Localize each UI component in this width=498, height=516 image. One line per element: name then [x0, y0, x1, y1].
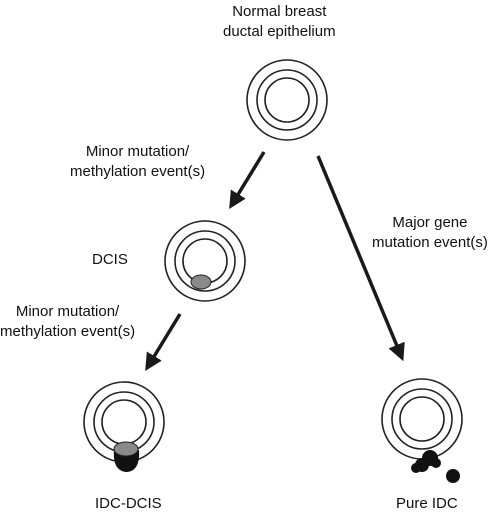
dcis-duct — [164, 220, 246, 302]
idc-dcis-duct-inner-ring — [101, 399, 147, 445]
pure-idc-duct-outer-ring — [381, 378, 463, 460]
dcis-label: DCIS — [92, 251, 128, 268]
minor-mutation-label-bottom: Minor mutation/ methylation event(s) — [0, 302, 135, 342]
pure-idc-duct-inner-ring — [399, 396, 445, 442]
idc-dcis-in-situ-lesion — [113, 441, 139, 457]
pure-idc-label: Pure IDC — [396, 495, 458, 512]
major-mutation-label-line1: Major gene — [392, 214, 468, 231]
normal-duct-middle-ring — [256, 69, 318, 131]
arrow-normal-to-dcis — [229, 151, 266, 209]
pure-idc-duct — [381, 378, 463, 483]
normal-epithelium-label: Normal breast ductal epithelium — [223, 2, 336, 42]
normal-duct-outer-ring — [246, 59, 328, 141]
normal-duct-inner-ring — [264, 77, 310, 123]
normal-duct — [246, 59, 328, 141]
idc-dcis-duct — [83, 381, 165, 472]
minor-mutation-label-top: Minor mutation/ methylation event(s) — [70, 142, 205, 182]
pure-idc-duct-middle-ring — [391, 388, 453, 450]
major-mutation-label: Major gene mutation event(s) — [372, 213, 488, 253]
dcis-lesion — [190, 274, 212, 290]
minor-mutation-label-top-line1: Minor mutation/ — [85, 143, 190, 160]
arrow-dcis-to-idc-dcis — [145, 313, 182, 371]
normal-epithelium-label-line2: ductal epithelium — [223, 23, 336, 40]
dcis-duct-outer-ring — [164, 220, 246, 302]
minor-mutation-label-bottom-line1: Minor mutation/ — [15, 303, 120, 320]
pure-idc-invasive-lesion — [411, 450, 460, 483]
normal-epithelium-label-line1: Normal breast — [232, 3, 327, 20]
dcis-duct-middle-ring — [174, 230, 236, 292]
minor-mutation-label-bottom-line2: methylation event(s) — [0, 323, 136, 340]
arrow-normal-to-pure-idc — [316, 155, 405, 362]
major-mutation-label-line2: mutation event(s) — [372, 234, 488, 251]
minor-mutation-label-top-line2: methylation event(s) — [70, 163, 206, 180]
idc-dcis-label: IDC-DCIS — [95, 495, 162, 512]
